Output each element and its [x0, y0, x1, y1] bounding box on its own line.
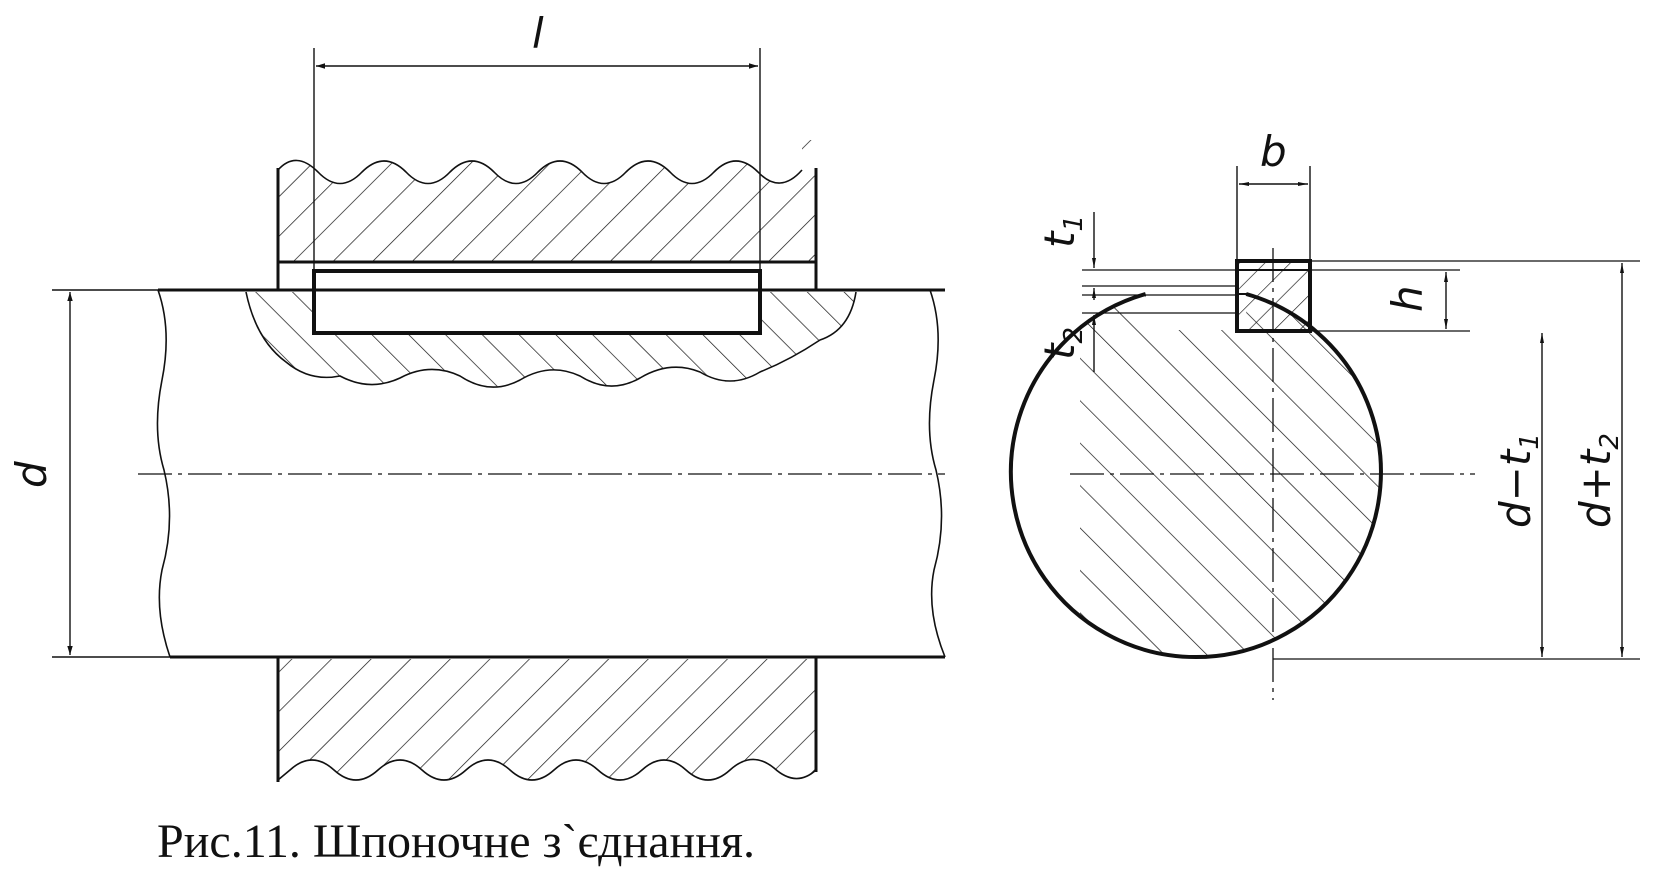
- label-h: h: [1383, 285, 1432, 312]
- label-d: d: [7, 461, 56, 488]
- label-d-plus-t2: d+t2: [1571, 433, 1625, 528]
- dimension-b: b: [1236, 127, 1311, 261]
- dimension-t2: t2: [1035, 315, 1096, 372]
- shaft-cross-section: [1008, 292, 1383, 660]
- dimension-t1: t1: [1035, 212, 1096, 300]
- dimension-d: d: [7, 289, 170, 658]
- shaft-local-section: [246, 292, 856, 388]
- key-longitudinal: [312, 269, 762, 335]
- label-l: l: [532, 9, 544, 58]
- shaft-hub-section: l d: [7, 9, 946, 782]
- label-b: b: [1260, 127, 1287, 176]
- label-t2: t2: [1035, 327, 1089, 360]
- hub-upper-section: [278, 140, 816, 262]
- cross-section: b t1 t2: [1008, 127, 1640, 700]
- label-t1: t1: [1035, 215, 1089, 248]
- dimension-h: h: [1310, 269, 1460, 329]
- label-d-minus-t1: d−t1: [1491, 433, 1545, 528]
- dimension-l: l: [313, 9, 761, 271]
- hub-lower-section: [278, 659, 816, 780]
- figure-caption: Рис.11. Шпоночне з`єднання.: [157, 815, 756, 868]
- dimension-d-minus-t1: d−t1: [1491, 333, 1545, 657]
- dimension-d-plus-t2: d+t2: [1571, 263, 1625, 657]
